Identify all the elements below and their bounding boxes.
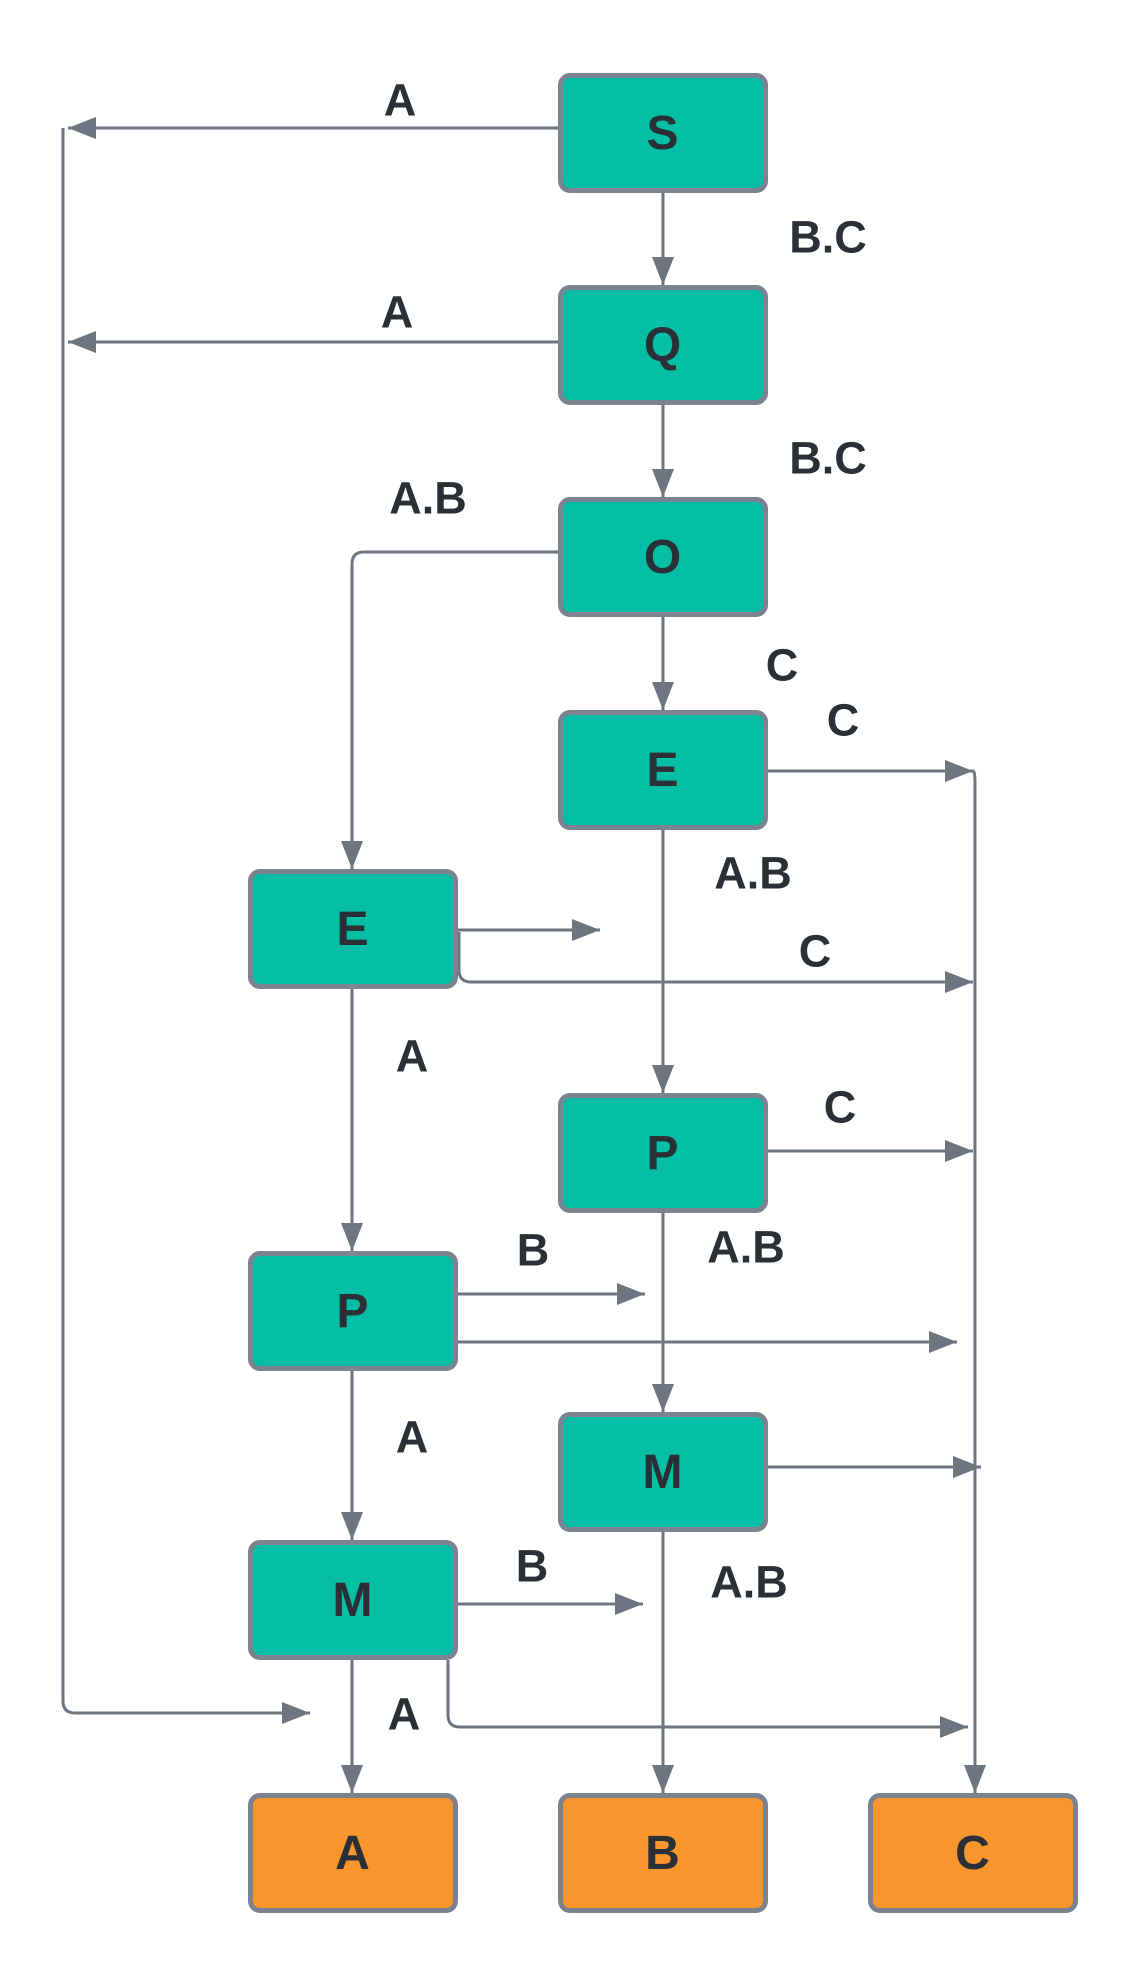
edge-M1-bottom — [446, 1660, 968, 1738]
node-A: A — [248, 1793, 458, 1913]
edge-label-m2-b: A.B — [710, 1556, 788, 1608]
edge-label-p2-m2: A.B — [707, 1221, 785, 1273]
edge-label-e2-p2: A.B — [714, 847, 792, 899]
node-P1: P — [248, 1251, 458, 1371]
edge-label-m1-a: A — [387, 1688, 421, 1740]
node-M2: M — [558, 1412, 768, 1532]
edge-left-rail — [61, 128, 310, 1724]
node-C: C — [868, 1793, 1078, 1913]
edge-O-E1 — [341, 550, 558, 869]
edge-label-p2-c: C — [823, 1081, 857, 1133]
edge-label-p1-m1: A — [395, 1411, 429, 1463]
node-Q: Q — [558, 285, 768, 405]
node-P2: P — [558, 1093, 768, 1213]
edge-label-q-a: A — [380, 286, 414, 338]
node-B: B — [558, 1793, 768, 1913]
node-M1: M — [248, 1540, 458, 1660]
edge-label-s-a: A — [383, 74, 417, 126]
node-O: O — [558, 497, 768, 617]
node-E2: E — [558, 710, 768, 830]
edge-label-e2-c: C — [826, 694, 860, 746]
edge-label-e1-p1: A — [395, 1030, 429, 1082]
node-S: S — [558, 73, 768, 193]
edge-label-s-q: B.C — [789, 211, 867, 263]
edge-label-m1-b: B — [515, 1540, 549, 1592]
edge-E1-C — [457, 932, 973, 993]
edge-label-e1-c: C — [798, 925, 832, 977]
edge-right-rail — [964, 769, 986, 1793]
node-E1: E — [248, 869, 458, 989]
edge-label-o-e2: C — [765, 639, 799, 691]
edge-label-o-e1: A.B — [389, 472, 467, 524]
edge-label-p1-b: B — [516, 1224, 550, 1276]
edge-label-q-o: B.C — [789, 432, 867, 484]
